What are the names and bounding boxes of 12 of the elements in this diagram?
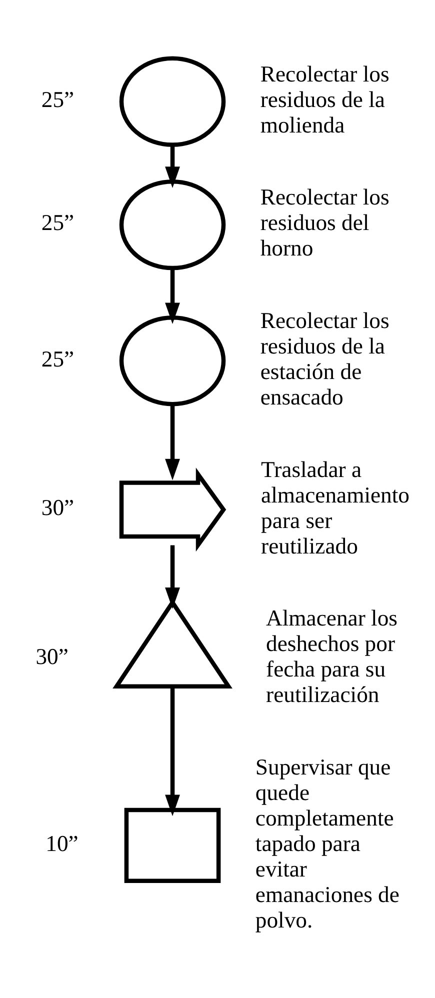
node-label: Recolectar los residuos de la molienda (260, 61, 390, 138)
node-label: 10” (46, 830, 78, 856)
node-label: Supervisar que quede completamente tapado para evitar emanaciones de polvo. (255, 754, 400, 932)
node-label: 25” (41, 210, 74, 236)
node-label: Trasladar a almacenamiento para ser reutilizado (261, 456, 410, 558)
node-label: Almacenar los deshechos por fecha para su reutilización (266, 606, 398, 708)
node-label: Recolectar los residuos de la estación de ensacado (260, 308, 390, 410)
node-label: 25” (41, 346, 74, 372)
node-label: Recolectar los residuos del horno (260, 184, 390, 261)
node-label: 25” (41, 86, 74, 112)
node-label: 30” (36, 644, 68, 669)
node-label: 30” (41, 495, 74, 520)
